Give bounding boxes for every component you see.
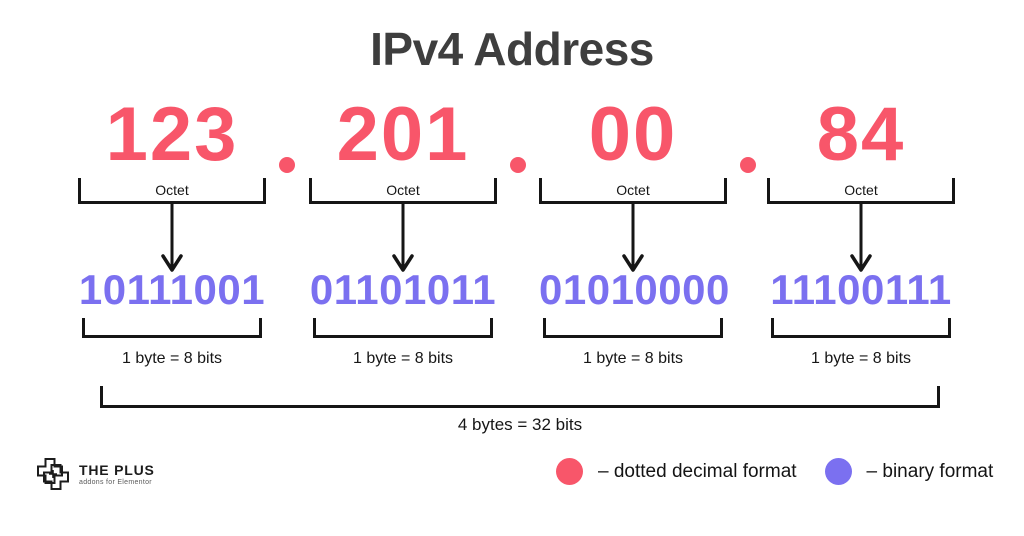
- decimal-value: 00: [588, 92, 678, 177]
- byte-bracket: [543, 318, 723, 338]
- octet-label: Octet: [386, 182, 420, 198]
- legend-label: – binary format: [866, 460, 994, 482]
- octet-bracket: Octet: [309, 178, 497, 204]
- octet-group-1: 123 Octet 10111001 1 byte = 8 bits: [78, 92, 266, 388]
- octet-bracket: Octet: [78, 178, 266, 204]
- plus-logo-icon: [37, 458, 69, 490]
- octet-label: Octet: [616, 182, 650, 198]
- octet-bracket: Octet: [767, 178, 955, 204]
- binary-value: 11100111: [770, 266, 952, 313]
- octet-label: Octet: [844, 182, 878, 198]
- octet-bracket: Octet: [539, 178, 727, 204]
- octet-group-4: 84 Octet 11100111 1 byte = 8 bits: [767, 92, 955, 388]
- octet-group-3: 00 Octet 01010000 1 byte = 8 bits: [539, 92, 730, 388]
- byte-bracket: [771, 318, 951, 338]
- decimal-color-dot: [556, 458, 583, 485]
- legend-item-decimal: – dotted decimal format: [556, 458, 797, 485]
- down-arrow-icon: [392, 204, 414, 272]
- byte-label: 1 byte = 8 bits: [810, 350, 912, 367]
- octet-group-2: 201 Octet 01101011 1 byte = 8 bits: [309, 92, 497, 388]
- decimal-value: 201: [336, 92, 470, 177]
- byte-label: 1 byte = 8 bits: [352, 350, 454, 367]
- brand-logo: THE PLUS addons for Elementor: [33, 452, 155, 496]
- byte-label: 1 byte = 8 bits: [121, 350, 223, 367]
- page-title: IPv4 Address: [370, 23, 654, 75]
- decimal-value: 123: [105, 92, 239, 177]
- down-arrow-icon: [161, 204, 183, 272]
- dot-separator: [740, 157, 756, 173]
- byte-bracket: [82, 318, 262, 338]
- down-arrow-icon: [622, 204, 644, 272]
- legend: – dotted decimal format – binary format: [556, 458, 993, 485]
- binary-value: 10111001: [78, 266, 266, 313]
- byte-bracket: [313, 318, 493, 338]
- dot-separator: [279, 157, 295, 173]
- legend-item-binary: – binary format: [824, 458, 994, 485]
- total-label: 4 bytes = 32 bits: [457, 415, 583, 434]
- binary-color-dot: [824, 458, 852, 485]
- decimal-value: 84: [816, 92, 906, 177]
- legend-label: – dotted decimal format: [598, 460, 797, 482]
- dot-separator: [510, 157, 526, 173]
- logo-text: THE PLUS addons for Elementor: [79, 462, 155, 486]
- total-bracket: [100, 386, 940, 408]
- binary-value: 01010000: [539, 266, 730, 313]
- down-arrow-icon: [850, 204, 872, 272]
- byte-label: 1 byte = 8 bits: [582, 350, 684, 367]
- logo-name: THE PLUS: [79, 462, 155, 478]
- binary-value: 01101011: [309, 266, 497, 313]
- logo-tagline: addons for Elementor: [79, 479, 152, 486]
- octet-label: Octet: [155, 182, 189, 198]
